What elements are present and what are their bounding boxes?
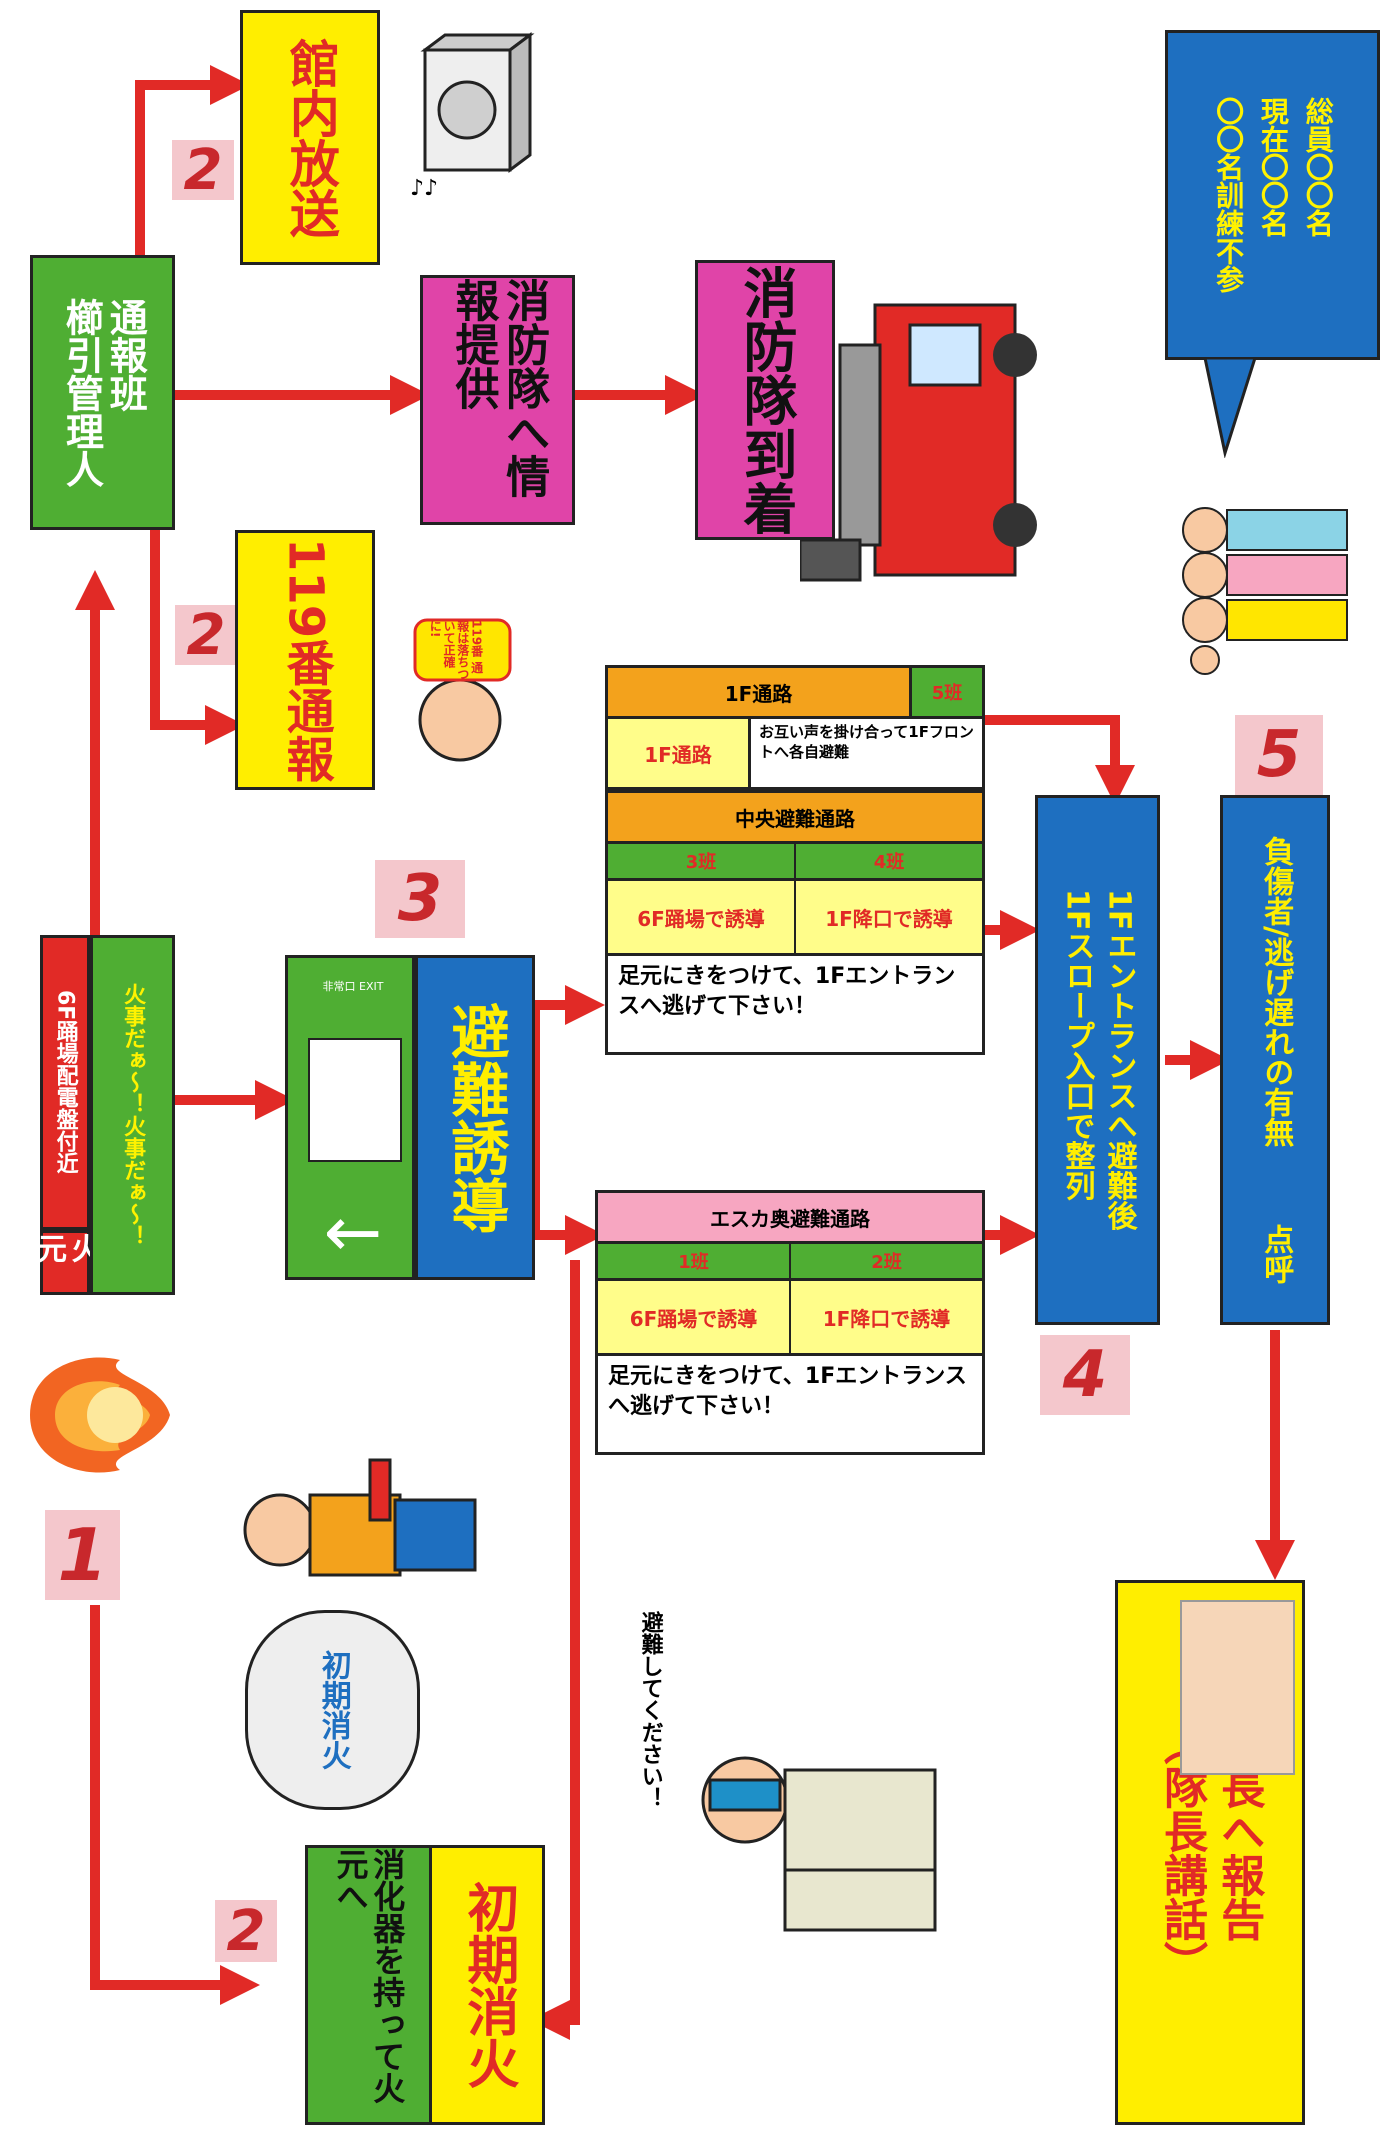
central-team-3: 3班 [608, 844, 796, 878]
escalator-guide-1: 6F踊場で誘導 [598, 1281, 791, 1353]
f1-team-5: 5班 [912, 668, 982, 716]
headcount-bubble: 総員〇〇名 現在〇〇名 〇〇名訓練不参 [1165, 30, 1380, 360]
f1-route-card: 1F通路 5班 1F通路 お互い声を掛け合って1Fフロントへ各自避難 [605, 665, 985, 790]
phone-operator-icon [395, 610, 525, 775]
report-team-title: 通報班 [103, 297, 148, 412]
step-badge-1: 1 [45, 1510, 120, 1600]
info-to-fire-box: 消防隊へ情報提供 [420, 275, 575, 525]
f1-route-guide: 1F通路 [608, 719, 751, 787]
exit-arrow-icon: ← [323, 1191, 383, 1273]
fire-source-label-block: 火元 [31, 1230, 101, 1295]
step-badge-2-initial: 2 [215, 1899, 277, 1964]
f1-route-note: お互い声を掛け合って1Fフロントへ各自避難 [751, 719, 982, 787]
central-guide-4: 1F降口で誘導 [825, 906, 953, 931]
headcount-present: 現在〇〇名 [1256, 97, 1290, 237]
report-team-box: 通報班 櫛引管理人 [30, 255, 175, 530]
escalator-guide-2: 1F降口で誘導 [822, 1306, 951, 1331]
step-badge-2-119: 2 [175, 603, 237, 668]
exit-sign: ← 非常口 EXIT [285, 955, 415, 1280]
fire-icon [10, 1340, 180, 1490]
central-route-header: 中央避難通路 [608, 793, 982, 844]
central-route-card: 中央避難通路 3班 4班 6F踊場で誘導 1F降口で誘導 足元にきをつけて、1F… [605, 790, 985, 1055]
call-119-badge: 119番 通報は落ちついて正確に! [428, 620, 484, 680]
assemble-line-1: 1Fエントランスへ避難後 [1101, 889, 1137, 1231]
extinguisher-person-icon [235, 1400, 495, 1670]
step-badge-3: 3 [375, 860, 465, 938]
f1-route-header: 1F通路 [608, 668, 912, 716]
escalator-route-card: エスカ奥避難通路 1班 2班 6F踊場で誘導 1F降口で誘導 足元にきをつけて、… [595, 1190, 985, 1455]
escalator-team-2: 2班 [871, 1252, 902, 1273]
speaker-icon: ♪♪ [400, 30, 540, 201]
escalator-team-1: 1班 [598, 1244, 791, 1278]
report-team-subtitle: 櫛引管理人 [59, 297, 104, 488]
svg-text:♪♪: ♪♪ [410, 176, 438, 200]
initial-extinguish-title-cell: 初期消火 [429, 1848, 542, 2122]
central-guide-3: 6F踊場で誘導 [608, 881, 796, 953]
evac-guide-box: 避難誘導 [415, 955, 535, 1280]
initial-extinguish-box: 初期消火 消化器を持って火元へ [305, 1845, 545, 2125]
escalator-route-header: エスカ奥避難通路 [598, 1193, 982, 1244]
initial-extinguish-detail-cell: 消化器を持って火元へ [308, 1848, 429, 2122]
exit-small-text: 非常口 EXIT [322, 980, 384, 993]
captain-photo [1180, 1600, 1295, 1775]
guide-person-icon [690, 1710, 990, 2040]
fire-arrive-box: 消防隊到着 [695, 260, 835, 540]
step-badge-2-pa: 2 [172, 138, 234, 203]
escalator-route-note: 足元にきをつけて、1Fエントランスへ逃げて下さい！ [598, 1356, 982, 1452]
pa-announce-box: 館内放送 [240, 10, 380, 265]
guide-shout: 避難してください！ [637, 1611, 663, 1809]
fire-location: 6F踊場配電盤付近 [40, 935, 90, 1230]
running-man-icon [308, 1038, 402, 1162]
fire-shout: 火事だぁ～！火事だぁ～！ [90, 935, 175, 1295]
headcount-total: 総員〇〇名 [1301, 97, 1335, 237]
central-route-note: 足元にきをつけて、1Fエントランスへ逃げて下さい！ [608, 956, 982, 1052]
headcount-absent: 〇〇名訓練不参 [1212, 97, 1246, 293]
assemble-line-2: 1Fスロープ入口で整列 [1059, 889, 1095, 1201]
step-badge-5: 5 [1235, 715, 1323, 795]
call-119-box: 119番通報 [235, 530, 375, 790]
central-team-4: 4班 [873, 852, 905, 873]
roll-call-label: 点呼 [1258, 1223, 1294, 1284]
initial-extinguish-cloud: 初期消火 [245, 1610, 420, 1810]
roll-call-text: 負傷者/逃げ遅れの有無 [1258, 836, 1294, 1148]
step-badge-4: 4 [1040, 1335, 1130, 1415]
crowd-icon [1165, 500, 1360, 675]
assemble-box: 1Fエントランスへ避難後 1Fスロープ入口で整列 [1035, 795, 1160, 1325]
roll-call-box: 負傷者/逃げ遅れの有無 点呼 [1220, 795, 1330, 1325]
bubble-tail [1203, 358, 1257, 458]
fire-truck-icon [798, 285, 1050, 605]
